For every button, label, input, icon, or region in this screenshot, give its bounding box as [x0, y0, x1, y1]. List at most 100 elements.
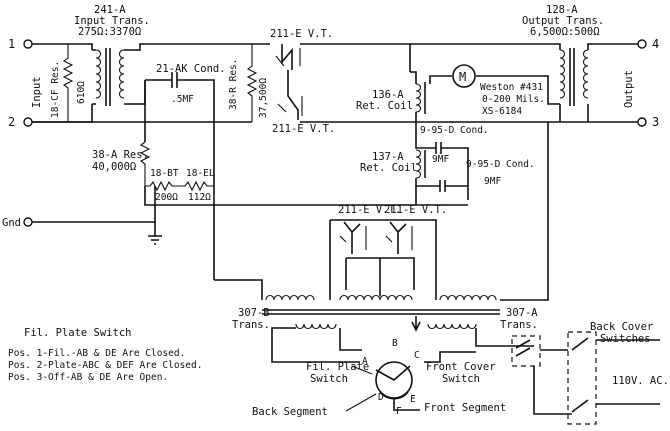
ret-coil-136	[415, 83, 422, 113]
cond-95d-bottom	[415, 178, 468, 192]
back-cover-switches-label-1: Back Cover	[590, 321, 653, 333]
meter-model: Weston #431	[480, 82, 543, 93]
input-trans-secondary	[118, 49, 125, 99]
front-cover-switch-box[interactable]	[511, 335, 541, 367]
a-res-label: 38-A Res.	[92, 149, 149, 161]
input-trans-name: Input Trans.	[74, 15, 150, 27]
terminal-4[interactable]	[637, 39, 647, 49]
terminal-2[interactable]	[23, 117, 33, 127]
terminal-1-label: 1	[8, 37, 15, 51]
wire-ac-supply	[596, 339, 660, 405]
input-trans-primary	[95, 49, 102, 99]
vt-bottom-label: 211-E V.T.	[272, 123, 335, 135]
wire-gnd	[32, 221, 156, 236]
wire-coil-136	[410, 71, 417, 136]
output-label: Output	[623, 70, 635, 108]
trans-307b-secondary	[295, 323, 337, 330]
cf-res-value: 610Ω	[76, 81, 87, 104]
wire-vt-pair-bottom	[345, 257, 415, 296]
wire-meter-left	[429, 75, 452, 84]
cond-95d-top-label: 9-95-D Cond.	[420, 125, 489, 136]
ret-coil-137-name: Ret. Coil	[360, 162, 417, 174]
wire-front-segment	[393, 398, 420, 411]
terminal-3[interactable]	[637, 117, 647, 127]
wire-sw-mid	[339, 328, 362, 351]
contact-e: E	[410, 394, 416, 405]
cond-95d-top	[415, 136, 469, 200]
terminal-4-label: 4	[652, 37, 659, 51]
wire-307b-left	[214, 279, 263, 300]
a-resistor	[139, 141, 151, 186]
back-cover-switch-box[interactable]	[567, 331, 597, 425]
wire-ak-right	[177, 79, 215, 280]
wire-fc-to-bottom	[533, 366, 572, 415]
cf-res-label: 18-CF Res.	[50, 61, 61, 118]
vt-bottom-grid	[277, 96, 303, 116]
vt-pair-right-grid	[385, 226, 413, 250]
ak-cond-label: 21-AK Cond.	[156, 63, 226, 75]
vt-top-tube	[281, 44, 293, 70]
wire-vt-plate	[300, 43, 411, 72]
meter-symbol: M	[459, 70, 466, 84]
front-cover-switch-blades	[515, 339, 531, 357]
terminal-1[interactable]	[23, 39, 33, 49]
bt-res-value: 200Ω	[155, 192, 178, 203]
vt-bottom-tube	[287, 70, 299, 120]
vt-top-grid	[275, 48, 301, 67]
trans-307a-name: Trans.	[500, 319, 538, 331]
output-trans-secondary	[582, 49, 589, 99]
legend-line-1: Pos. 1-Fil.-AB & DE Are Closed.	[8, 348, 185, 359]
trans-307b-name: Trans.	[232, 319, 270, 331]
meter-code: XS-6184	[482, 106, 522, 117]
input-trans-core	[105, 48, 111, 106]
fil-plate-switch-blades	[375, 365, 411, 381]
vt-pair-right-label: 211-E V.T.	[384, 204, 447, 216]
r-res-value: 37,500Ω	[258, 78, 269, 118]
a-res-value: 40,000Ω	[92, 161, 136, 173]
back-segment-label: Back Segment	[252, 406, 328, 418]
vt-top-label: 211-E V.T.	[270, 28, 333, 40]
ret-coil-137	[415, 149, 422, 179]
output-section: 128-A Output Trans. 6,500Ω:500Ω 4 3 Outp…	[356, 4, 659, 205]
legend-line-3: Pos. 3-Off-AB & DE Are Open.	[8, 372, 168, 383]
wire-trans-to-vt	[124, 43, 270, 51]
cond-95d-top-value: 9MF	[432, 154, 449, 165]
front-cover-switch-label-1: Front Cover	[426, 361, 496, 373]
wire-in-top	[32, 43, 93, 50]
ak-cond-value: .5MF	[171, 94, 194, 105]
legend-line-2: Pos. 2-Plate-ABC & DEF Are Closed.	[8, 360, 202, 371]
vt-pair-right-tube	[389, 221, 407, 254]
wire-out-primary-top	[410, 43, 561, 50]
output-trans-primary	[559, 49, 566, 99]
trans-307-arrow	[411, 316, 421, 332]
r-res-label: 38-R Res.	[228, 59, 239, 110]
vt-pair-left-label: 211-E V.T.	[338, 204, 401, 216]
trans-307b-primary-b	[339, 294, 413, 301]
output-trans-id: 128-A	[546, 4, 578, 16]
terminal-gnd[interactable]	[23, 217, 33, 227]
wire-sw-right	[424, 328, 534, 363]
wire-bias-bus	[144, 186, 468, 206]
wire-out-sec-top	[587, 43, 640, 50]
el-res-value: 112Ω	[188, 192, 211, 203]
wire-sw-left	[271, 327, 360, 363]
fil-plate-leader	[351, 365, 373, 375]
terminal-3-label: 3	[652, 115, 659, 129]
contact-b: B	[392, 338, 398, 349]
input-trans-ratio: 275Ω:3370Ω	[78, 26, 141, 38]
legend: Fil. Plate Switch Pos. 1-Fil.-AB & DE Ar…	[8, 327, 202, 383]
vt-pair-left-grid	[339, 226, 367, 250]
terminal-gnd-label: Gnd	[2, 217, 21, 229]
trans-307b-id: 307-B	[238, 307, 270, 319]
fil-plate-switch-label-1: Fil. Plate	[306, 361, 369, 373]
ret-coil-136-name: Ret. Coil	[356, 100, 413, 112]
vt-pair-left-tube	[343, 221, 361, 254]
trans-307-section: 307-B Trans. 307-A Trans.	[214, 122, 549, 332]
input-label: Input	[31, 76, 43, 108]
front-segment-label: Front Segment	[424, 402, 506, 414]
trans-307a-secondary	[427, 323, 477, 330]
ret-coil-136-id: 136-A	[372, 89, 404, 101]
contact-f: F	[396, 406, 402, 417]
trans-307b-primary-a	[265, 294, 315, 301]
